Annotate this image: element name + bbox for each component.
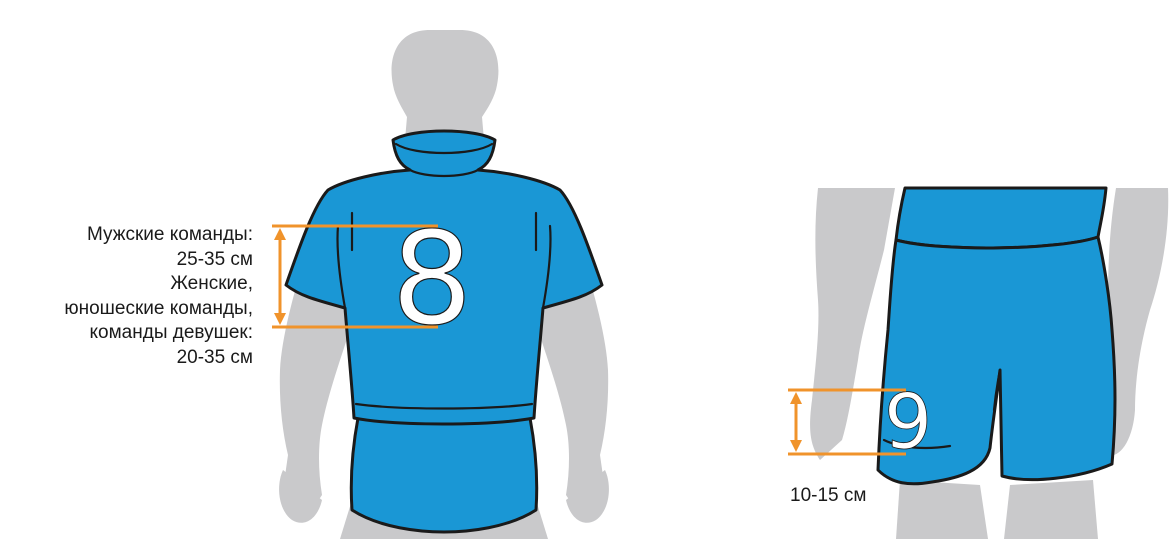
caption-line: 20-35 см <box>64 346 253 371</box>
player-shorts <box>351 418 537 532</box>
caption-line: команды девушек: <box>64 321 253 346</box>
double-arrow-vertical-icon <box>790 392 802 452</box>
left-player-figure: 8 <box>272 30 609 539</box>
double-arrow-vertical-icon <box>274 228 286 325</box>
player-shirt-lower <box>896 188 1106 248</box>
caption-line: Женские, <box>64 272 253 297</box>
left-measure-caption: Мужские команды: 25-35 см Женские, юноше… <box>64 223 253 370</box>
caption-line: Мужские команды: <box>64 223 253 248</box>
right-measure-caption: 10-15 см <box>790 484 866 509</box>
caption-line: 25-35 см <box>64 248 253 273</box>
caption-line: юношеские команды, <box>64 297 253 322</box>
